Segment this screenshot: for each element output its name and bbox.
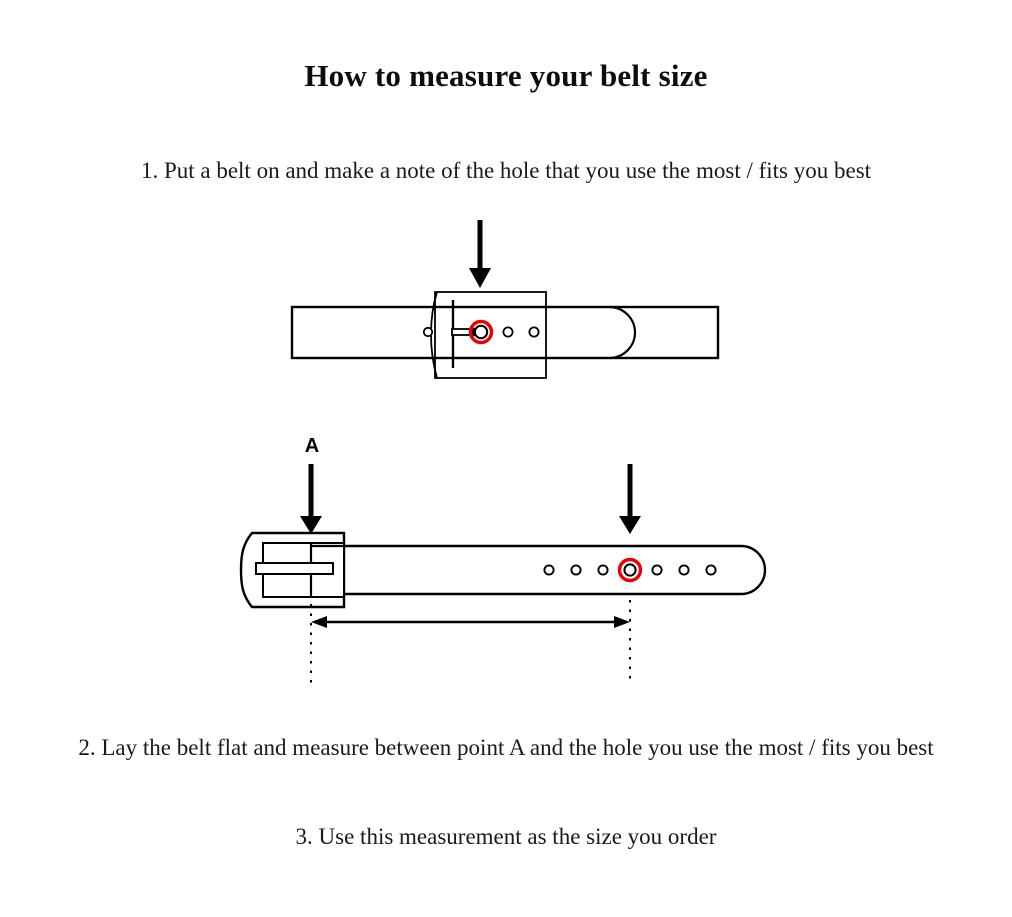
buckle-keeper-frame: [434, 291, 547, 379]
belt-strap-tip: [608, 305, 637, 360]
step-3-text: 3. Use this measurement as the size you …: [295, 824, 717, 849]
arrow-down-to-point-a-icon: [300, 464, 322, 534]
buckle-prong-icon: [451, 326, 484, 338]
step-2-text: 2. Lay the belt flat and measure between…: [78, 735, 934, 760]
arrow-down-to-hole-icon: [469, 220, 491, 288]
page-title: How to measure your belt size: [304, 58, 708, 93]
belt-strap-body: [290, 305, 720, 360]
arrow-down-to-hole-icon: [619, 464, 641, 534]
belt-hole: [678, 564, 690, 576]
point-a-label: A: [304, 435, 320, 457]
buckle-outer-frame: [239, 531, 346, 609]
diagram-flat-belt: [239, 464, 767, 684]
measurement-dimension-arrow: [311, 616, 630, 628]
step-1-text: 1. Put a belt on and make a note of the …: [140, 158, 872, 183]
diagram-worn-belt: [290, 220, 720, 379]
belt-hole: [597, 564, 609, 576]
buckle-prong-icon: [255, 562, 334, 575]
highlighted-belt-hole: [468, 319, 494, 345]
belt-hole: [528, 326, 540, 338]
belt-hole: [651, 564, 663, 576]
belt-hole: [422, 326, 434, 338]
belt-hole: [502, 326, 514, 338]
highlighted-belt-hole: [617, 557, 643, 583]
belt-hole: [570, 564, 582, 576]
buckle-frame-curve: [430, 291, 438, 379]
buckle-inner-opening: [262, 542, 345, 598]
belt-strap-body: [294, 544, 767, 596]
belt-hole: [705, 564, 717, 576]
belt-hole: [543, 564, 555, 576]
